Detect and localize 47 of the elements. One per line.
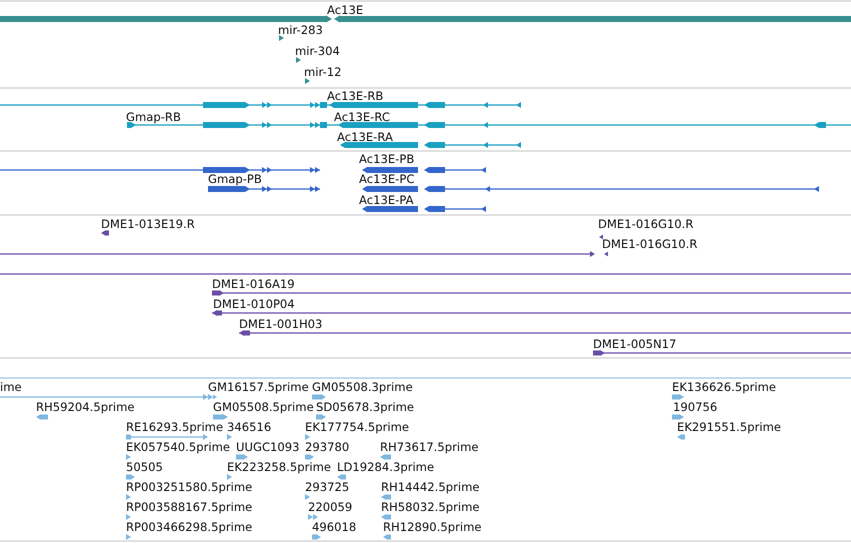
feature-label: EK223258.5prime xyxy=(227,460,332,474)
feature-label: RH12890.5prime xyxy=(383,520,482,534)
feature-label: EK291551.5prime xyxy=(677,420,782,434)
feature-label: RH58032.5prime xyxy=(381,500,480,514)
feature-label: 496018 xyxy=(312,520,356,534)
feature-label: 293725 xyxy=(305,480,350,494)
feature-label: EK136626.5prime xyxy=(672,380,776,394)
feature-label: DME1-016A19 xyxy=(212,277,295,291)
feature-label: Ac13E-PB xyxy=(359,152,414,166)
feature-label: RH59204.5prime xyxy=(36,400,134,414)
feature-label: mir-12 xyxy=(304,65,342,79)
feature-label: DME1-001H03 xyxy=(239,317,322,331)
feature-label: UUGC1093 xyxy=(236,440,300,454)
feature-label: DME1-016G10.R xyxy=(602,237,698,251)
feature-label: 220059 xyxy=(308,500,352,514)
feature-label: mir-304 xyxy=(295,44,340,58)
feature-label: RP003466298.5prime xyxy=(126,520,252,534)
feature-label: 346516 xyxy=(227,420,272,434)
feature-label: Gmap-RB xyxy=(126,110,181,124)
feature-label: RP003588167.5prime xyxy=(126,500,252,514)
feature-label: Ac13E-RC xyxy=(334,110,390,124)
feature-label: LD19284.3prime xyxy=(337,460,434,474)
feature-label: GM05508.5prime xyxy=(213,400,314,414)
feature-label: DME1-010P04 xyxy=(213,297,295,311)
feature-label: 293780 xyxy=(305,440,350,454)
feature-label: Ac13E-PC xyxy=(359,172,414,186)
feature-label: EK177754.5prime xyxy=(305,420,410,434)
feature-label: Ac13E-PA xyxy=(359,193,414,207)
feature-label: Ac13E-RA xyxy=(337,130,393,144)
feature-label: RH73617.5prime xyxy=(380,440,478,454)
feature-label: GM16157.5prime xyxy=(208,380,309,394)
feature-label: SD05678.3prime xyxy=(316,400,414,414)
feature-label: RH14442.5prime xyxy=(381,480,480,494)
feature-label: GM05508.3prime xyxy=(312,380,413,394)
feature-label: Ac13E-RB xyxy=(327,89,384,103)
feature-label: RE16293.5prime xyxy=(126,420,224,434)
feature-label: 50505 xyxy=(126,460,163,474)
feature-label: DME1-013E19.R xyxy=(101,217,195,231)
feature-label: ime xyxy=(0,380,22,394)
feature-label: DME1-016G10.R xyxy=(598,217,694,231)
feature-label: 190756 xyxy=(673,400,718,414)
feature-label: EK057540.5prime xyxy=(126,440,230,454)
feature-label: DME1-005N17 xyxy=(593,337,676,351)
feature-label: RP003251580.5prime xyxy=(126,480,252,494)
feature-label: Gmap-PB xyxy=(208,172,262,186)
feature-label: mir-283 xyxy=(278,23,323,37)
feature-label: Ac13E xyxy=(327,3,364,17)
